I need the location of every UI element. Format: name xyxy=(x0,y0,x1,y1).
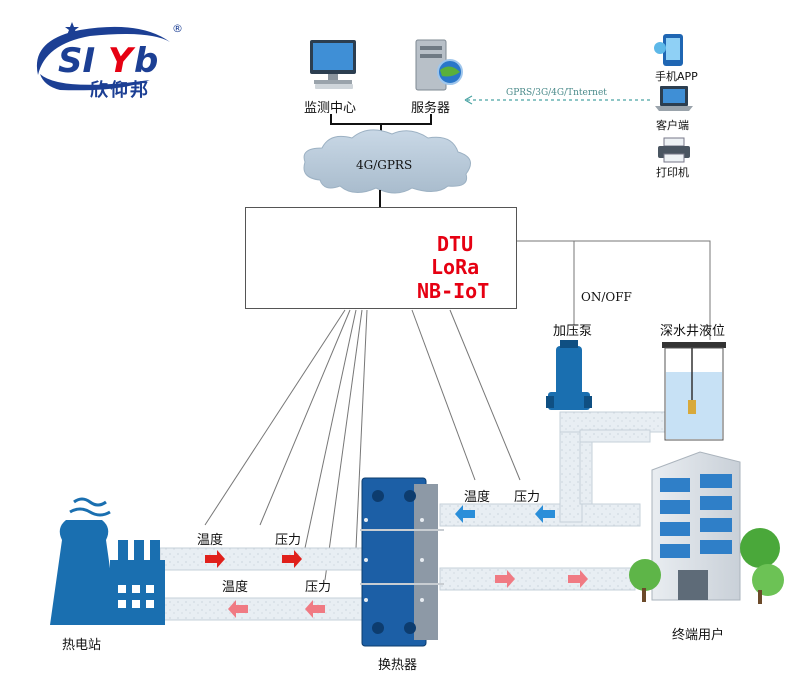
printer-label: 打印机 xyxy=(656,166,689,179)
onoff-label: ON/OFF xyxy=(581,290,632,304)
user-pressure-label: 压力 xyxy=(514,490,541,505)
end-user-label: 终端用户 xyxy=(672,628,725,643)
svg-text:SI: SI xyxy=(58,41,95,81)
supply-pressure-label: 压力 xyxy=(275,533,302,548)
monitor-icon xyxy=(310,40,356,89)
return-temp-label: 温度 xyxy=(222,580,249,595)
well-tank xyxy=(662,342,726,441)
pump-icon xyxy=(546,340,592,410)
user-temp-label: 温度 xyxy=(464,490,491,505)
network-label: 4G/GPRS xyxy=(356,158,413,172)
brand-logo: SI Y b xyxy=(36,22,171,91)
monitor-center-label: 监测中心 xyxy=(304,101,357,116)
app-label: 手机APP xyxy=(655,70,698,83)
heat-exchanger-label: 换热器 xyxy=(378,658,418,673)
building-icon xyxy=(629,451,784,604)
nbiot-text: NB-IoT xyxy=(417,279,490,303)
laptop-icon xyxy=(655,86,693,111)
brand-cn: 欣仰邦 xyxy=(90,80,150,101)
server-label: 服务器 xyxy=(411,101,451,116)
brand-registered: ® xyxy=(172,22,183,35)
well-level-label: 深水井液位 xyxy=(660,324,726,339)
pc-client-label: 客户端 xyxy=(656,119,689,132)
svg-text:b: b xyxy=(134,41,158,81)
svg-text:Y: Y xyxy=(108,41,136,81)
return-pressure-label: 压力 xyxy=(305,580,332,595)
power-plant-icon xyxy=(50,497,165,625)
printer-icon xyxy=(658,137,690,163)
pump-label: 加压泵 xyxy=(553,324,593,339)
sensor-lines xyxy=(204,309,521,581)
heat-exchanger-icon xyxy=(360,477,444,647)
server-icon xyxy=(415,39,463,91)
network-cloud xyxy=(303,129,471,194)
supply-temp-label: 温度 xyxy=(197,533,224,548)
dtu-text: DTU xyxy=(437,232,474,256)
power-plant-label: 热电站 xyxy=(62,638,102,653)
dtu-panel xyxy=(245,207,517,309)
link-label: GPRS/3G/4G/Tnternet xyxy=(506,88,607,98)
lora-text: LoRa xyxy=(431,255,480,279)
phone-icon xyxy=(654,34,683,66)
flow-arrows xyxy=(205,505,588,618)
